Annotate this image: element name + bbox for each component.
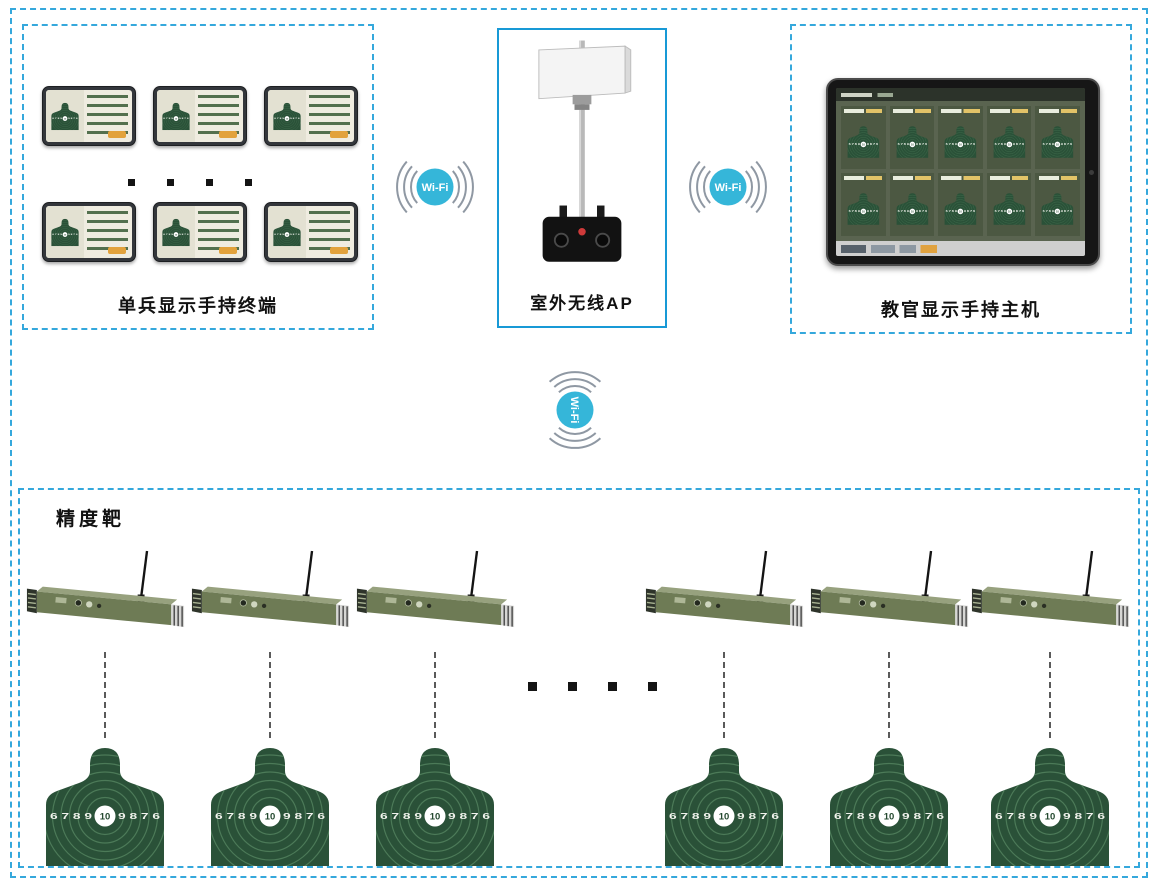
wifi-label: Wi-Fi [422,182,449,194]
terminal-score-list [309,95,350,138]
precision-targets-box: 精度靶 [18,488,1140,868]
target-cell [841,106,886,169]
mini-target-graphic [157,90,195,142]
mini-target-graphic [268,206,306,258]
chest-ring-target [984,744,1116,866]
target-cell [938,106,983,169]
tablet-camera-icon [1089,170,1094,175]
wifi-label: Wi-Fi [715,182,742,194]
precision-target-device [968,548,1136,642]
precision-target-device [353,548,521,642]
chest-ring-target [204,744,336,866]
instructor-screen-toolbar [836,241,1085,256]
terminal-screen [157,206,243,258]
target-cell [1035,173,1080,236]
chest-ring-target [369,744,501,866]
target-cell [889,173,935,236]
handheld-terminal-device [42,202,136,262]
chest-ring-target [823,744,955,866]
instructor-screen-header [836,88,1085,101]
handheld-terminal-device [264,86,358,146]
wifi-icon-down: Wi-Fi [543,348,607,472]
target-cell [841,173,886,236]
mini-target-graphic [46,206,84,258]
target-cell [938,173,983,236]
connector-line [434,652,436,738]
ap-box: 室外无线AP [497,28,667,328]
handheld-terminal-device [264,202,358,262]
mini-target-graphic [268,90,306,142]
ellipsis-dots [528,682,657,691]
target-grid [836,101,1085,241]
instructor-screen [836,88,1085,256]
instructor-group-label: 教官显示手持主机 [881,300,1041,320]
connector-line [269,652,271,738]
terminal-screen [46,90,132,142]
terminal-screen [157,90,243,142]
mini-target-graphic [46,90,84,142]
wifi-icon-right: Wi-Fi [666,155,790,219]
terminal-screen [268,206,354,258]
connector-line [888,652,890,738]
terminals-group-label: 单兵显示手持终端 [118,296,278,316]
target-cell [889,106,935,169]
precision-target-device [188,548,356,642]
chest-ring-target [39,744,171,866]
target-cell [986,173,1032,236]
handheld-terminal-device [42,86,136,146]
wifi-label: Wi-Fi [568,397,580,424]
precision-target-device [23,548,191,642]
terminal-score-list [87,95,128,138]
precision-target-label: 精度靶 [56,509,126,530]
terminal-screen [268,90,354,142]
connector-line [1049,652,1051,738]
target-cell [986,106,1032,169]
ap-label: 室外无线AP [530,294,634,313]
terminal-score-list [198,211,239,254]
handheld-terminal-device [153,86,247,146]
terminal-screen [46,206,132,258]
terminal-score-list [87,211,128,254]
handheld-terminal-device [153,202,247,262]
connector-line [104,652,106,738]
instructor-tablet [826,78,1100,266]
terminals-group-box: 单兵显示手持终端 [22,24,374,330]
instructor-group-box: 教官显示手持主机 [790,24,1132,334]
ellipsis-dots [128,179,252,186]
wifi-icon-left: Wi-Fi [373,155,497,219]
target-cell [1035,106,1080,169]
mini-target-graphic [157,206,195,258]
precision-target-device [642,548,810,642]
terminal-score-list [309,211,350,254]
terminal-score-list [198,95,239,138]
outdoor-ap-graphic [538,40,632,262]
precision-target-device [807,548,975,642]
connector-line [723,652,725,738]
chest-ring-target [658,744,790,866]
